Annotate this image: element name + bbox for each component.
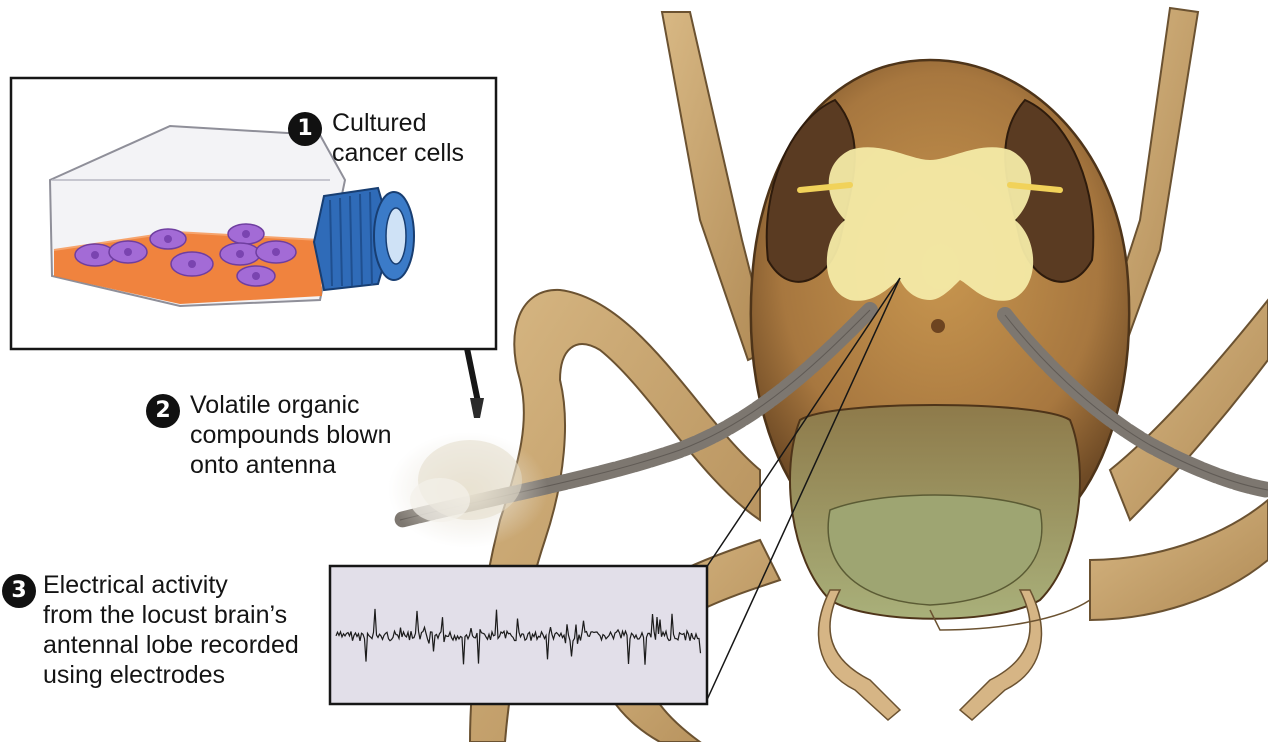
step-3-line-1: Electrical activity xyxy=(43,570,299,600)
step-1-line-2: cancer cells xyxy=(332,138,464,168)
step-1-badge: 1 xyxy=(288,112,322,146)
head-ocellus xyxy=(931,319,945,333)
step-3-line-3: antennal lobe recorded xyxy=(43,630,299,660)
step-1-label: Cultured cancer cells xyxy=(332,108,464,168)
brain-antennal-lobe xyxy=(827,147,1033,301)
midleg-right xyxy=(1090,500,1268,620)
step-2-line-3: onto antenna xyxy=(190,450,392,480)
step-3-line-4: using electrodes xyxy=(43,660,299,690)
step-3-line-2: from the locust brain’s xyxy=(43,600,299,630)
step-2-badge: 2 xyxy=(146,394,180,428)
vapor-puff xyxy=(388,432,548,548)
step-2-line-2: compounds blown xyxy=(190,420,392,450)
step-1-callout: 1 Cultured cancer cells xyxy=(288,108,464,168)
step-3-badge: 3 xyxy=(2,574,36,608)
step-3-label: Electrical activity from the locust brai… xyxy=(43,570,299,690)
flask-cap xyxy=(314,188,414,290)
step-1-line-1: Cultured xyxy=(332,108,464,138)
tube-nozzle xyxy=(470,398,484,418)
step-2-line-1: Volatile organic xyxy=(190,390,392,420)
step-3-callout: 3 Electrical activity from the locust br… xyxy=(2,570,299,690)
step-2-label: Volatile organic compounds blown onto an… xyxy=(190,390,392,480)
step-2-callout: 2 Volatile organic compounds blown onto … xyxy=(146,390,392,480)
